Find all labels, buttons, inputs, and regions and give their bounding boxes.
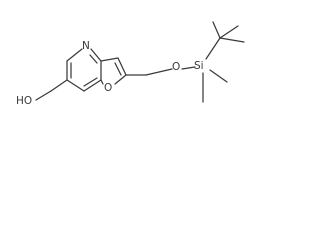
bond-n4-c3a-double	[89, 54, 98, 64]
bond-ho-ch2	[35, 90, 52, 101]
bond-ch2-o	[145, 68, 173, 76]
silicon-label: Si	[194, 60, 204, 72]
bond-c7a-c7	[83, 79, 102, 92]
bond-o1-c7a	[100, 79, 104, 85]
bond-si-methyl-right	[209, 69, 228, 83]
bond-c5-n4	[66, 48, 83, 62]
bond-c3-c2-double	[114, 62, 122, 76]
bond-o-si	[181, 66, 196, 70]
bond-c7-c6	[66, 79, 85, 92]
bond-layer	[35, 21, 245, 103]
bond-cq-me-upper-right	[219, 25, 239, 39]
chemical-structure: HO N O O Si	[16, 21, 245, 107]
bond-c7a-c7-double	[83, 77, 98, 87]
bond-cq-me-top	[212, 21, 221, 39]
hydroxyl-label: HO	[16, 95, 32, 107]
bond-c3-c2	[117, 57, 127, 76]
bond-cq-me-right	[219, 37, 245, 43]
bond-ch2-ring	[50, 79, 68, 92]
bond-c2-o1	[114, 74, 127, 85]
pyridine-nitrogen-label: N	[82, 40, 90, 52]
bond-si-cq	[205, 37, 221, 60]
bond-c3a-c3	[100, 57, 119, 62]
furan-oxygen-label: O	[104, 82, 112, 94]
ether-oxygen-label: O	[172, 61, 180, 73]
bond-n4-c3a	[90, 48, 102, 62]
atom-label-layer: HO N O O Si	[16, 40, 204, 107]
